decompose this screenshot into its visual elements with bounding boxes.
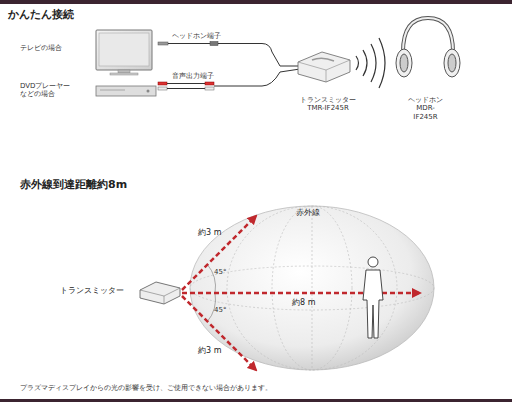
- transmitter-icon: [298, 52, 350, 82]
- region-label: 赤外線: [296, 208, 320, 218]
- device-label: DVDプレーヤー などの場合: [20, 82, 70, 99]
- bottom-bar: [0, 399, 512, 402]
- distance-label: 約3 m: [198, 228, 221, 238]
- caption-note: プラズマディスプレイからの光の影響を受け、ご使用できない場合があります。: [20, 384, 272, 392]
- headphones-icon: [396, 18, 460, 77]
- ir-waves: [356, 38, 385, 88]
- angle-label: 45°: [214, 268, 226, 276]
- dvd-player-icon: [96, 86, 156, 96]
- ir-range-sphere: [190, 206, 434, 370]
- device-label: テレビの場合: [20, 44, 62, 52]
- tv-icon: [96, 30, 152, 75]
- distance-label: 約8 m: [292, 298, 315, 308]
- jack-label: 音声出力端子: [172, 72, 214, 80]
- distance-label: 約3 m: [198, 346, 221, 356]
- device-label: トランスミッター TMR-IF245R: [300, 96, 356, 113]
- device-label: ヘッドホン MDR-IF245R: [408, 96, 443, 121]
- range-arrows: [182, 216, 420, 370]
- top-bar: [0, 0, 512, 4]
- angle-label: 45°: [214, 306, 226, 314]
- transmitter-small-icon: [140, 282, 180, 304]
- person-figure: [363, 257, 383, 338]
- device-label: トランスミッター: [60, 286, 124, 296]
- jack-label: ヘッドホン端子: [172, 32, 221, 40]
- cables: [158, 42, 300, 91]
- section-title: かんたん接続: [8, 8, 74, 21]
- section-heading: 赤外線到達距離約8m: [20, 178, 127, 191]
